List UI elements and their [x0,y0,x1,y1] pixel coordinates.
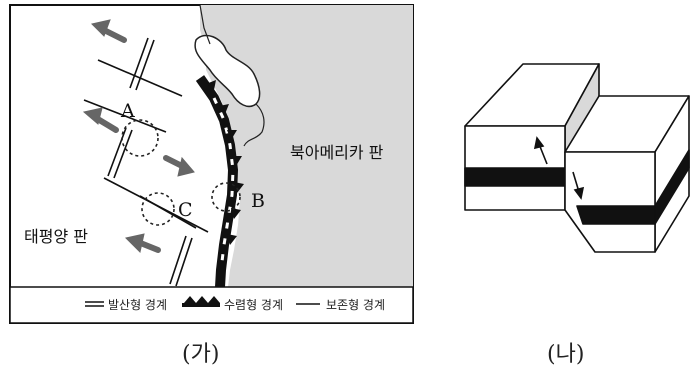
legend-divergent-symbol [85,301,104,307]
legend-transform-label: 보존형 경계 [326,298,385,312]
transform-fault-block-diagram [464,63,690,253]
divergent-boundaries [107,37,193,287]
fault-motion-arrow-up [533,136,548,165]
legend-convergent-label: 수렴형 경계 [224,298,283,312]
plate-label-north-america: 북아메리카 판 [290,143,384,162]
right-block-stratum-side [654,149,690,225]
coastline-edge [199,4,265,147]
caption-ga: (가) [182,342,220,367]
circle-a [121,119,159,157]
right-block-front [564,151,656,253]
label-b: B [251,190,265,212]
plate-boundary-map: A B C 북아메리카 판 태평양 판 발산형 경계 수렴형 경계 보존형 경계 [9,4,414,324]
transform-boundaries [83,59,209,233]
plate-label-pacific: 태평양 판 [24,227,88,246]
circle-b [211,182,241,212]
legend-divergent-label: 발산형 경계 [108,298,167,312]
circle-c [141,192,175,226]
caption-na: (나) [547,342,585,367]
label-c: C [178,199,193,221]
subduction-teeth [206,80,244,245]
fault-motion-arrow-down [572,171,585,200]
right-block-stratum-front [576,205,656,225]
convergent-boundary-pattern [212,97,235,271]
plate-motion-arrows [82,19,195,253]
legend-convergent-symbol [182,296,220,307]
left-block-stratum [464,167,566,187]
label-a: A [120,100,135,122]
